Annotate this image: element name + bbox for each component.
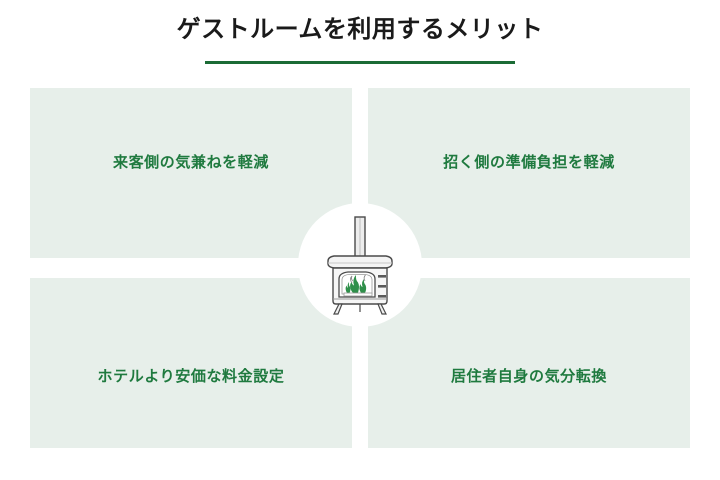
- benefit-card-top-left[interactable]: 来客側の気兼ねを軽減: [30, 88, 352, 258]
- header: ゲストルームを利用するメリット: [0, 0, 720, 88]
- wood-stove-icon: [327, 216, 393, 315]
- benefit-label-top-left: 来客側の気兼ねを軽減: [112, 153, 269, 171]
- center-medallion: [298, 203, 422, 327]
- benefit-label-bottom-left: ホテルより安価な料金設定: [97, 367, 285, 385]
- page-title: ゲストルームを利用するメリット: [176, 16, 544, 43]
- title-underline: [205, 61, 515, 64]
- benefit-card-bottom-left[interactable]: ホテルより安価な料金設定: [30, 278, 352, 448]
- benefit-label-bottom-right: 居住者自身の気分転換: [450, 367, 607, 385]
- benefits-grid: 来客側の気兼ねを軽減 招く側の準備負担を軽減 ホテルより安価な料金設定 居住者自…: [30, 88, 690, 448]
- benefit-card-top-right[interactable]: 招く側の準備負担を軽減: [368, 88, 690, 258]
- benefit-card-bottom-right[interactable]: 居住者自身の気分転換: [368, 278, 690, 448]
- benefit-label-top-right: 招く側の準備負担を軽減: [443, 153, 615, 171]
